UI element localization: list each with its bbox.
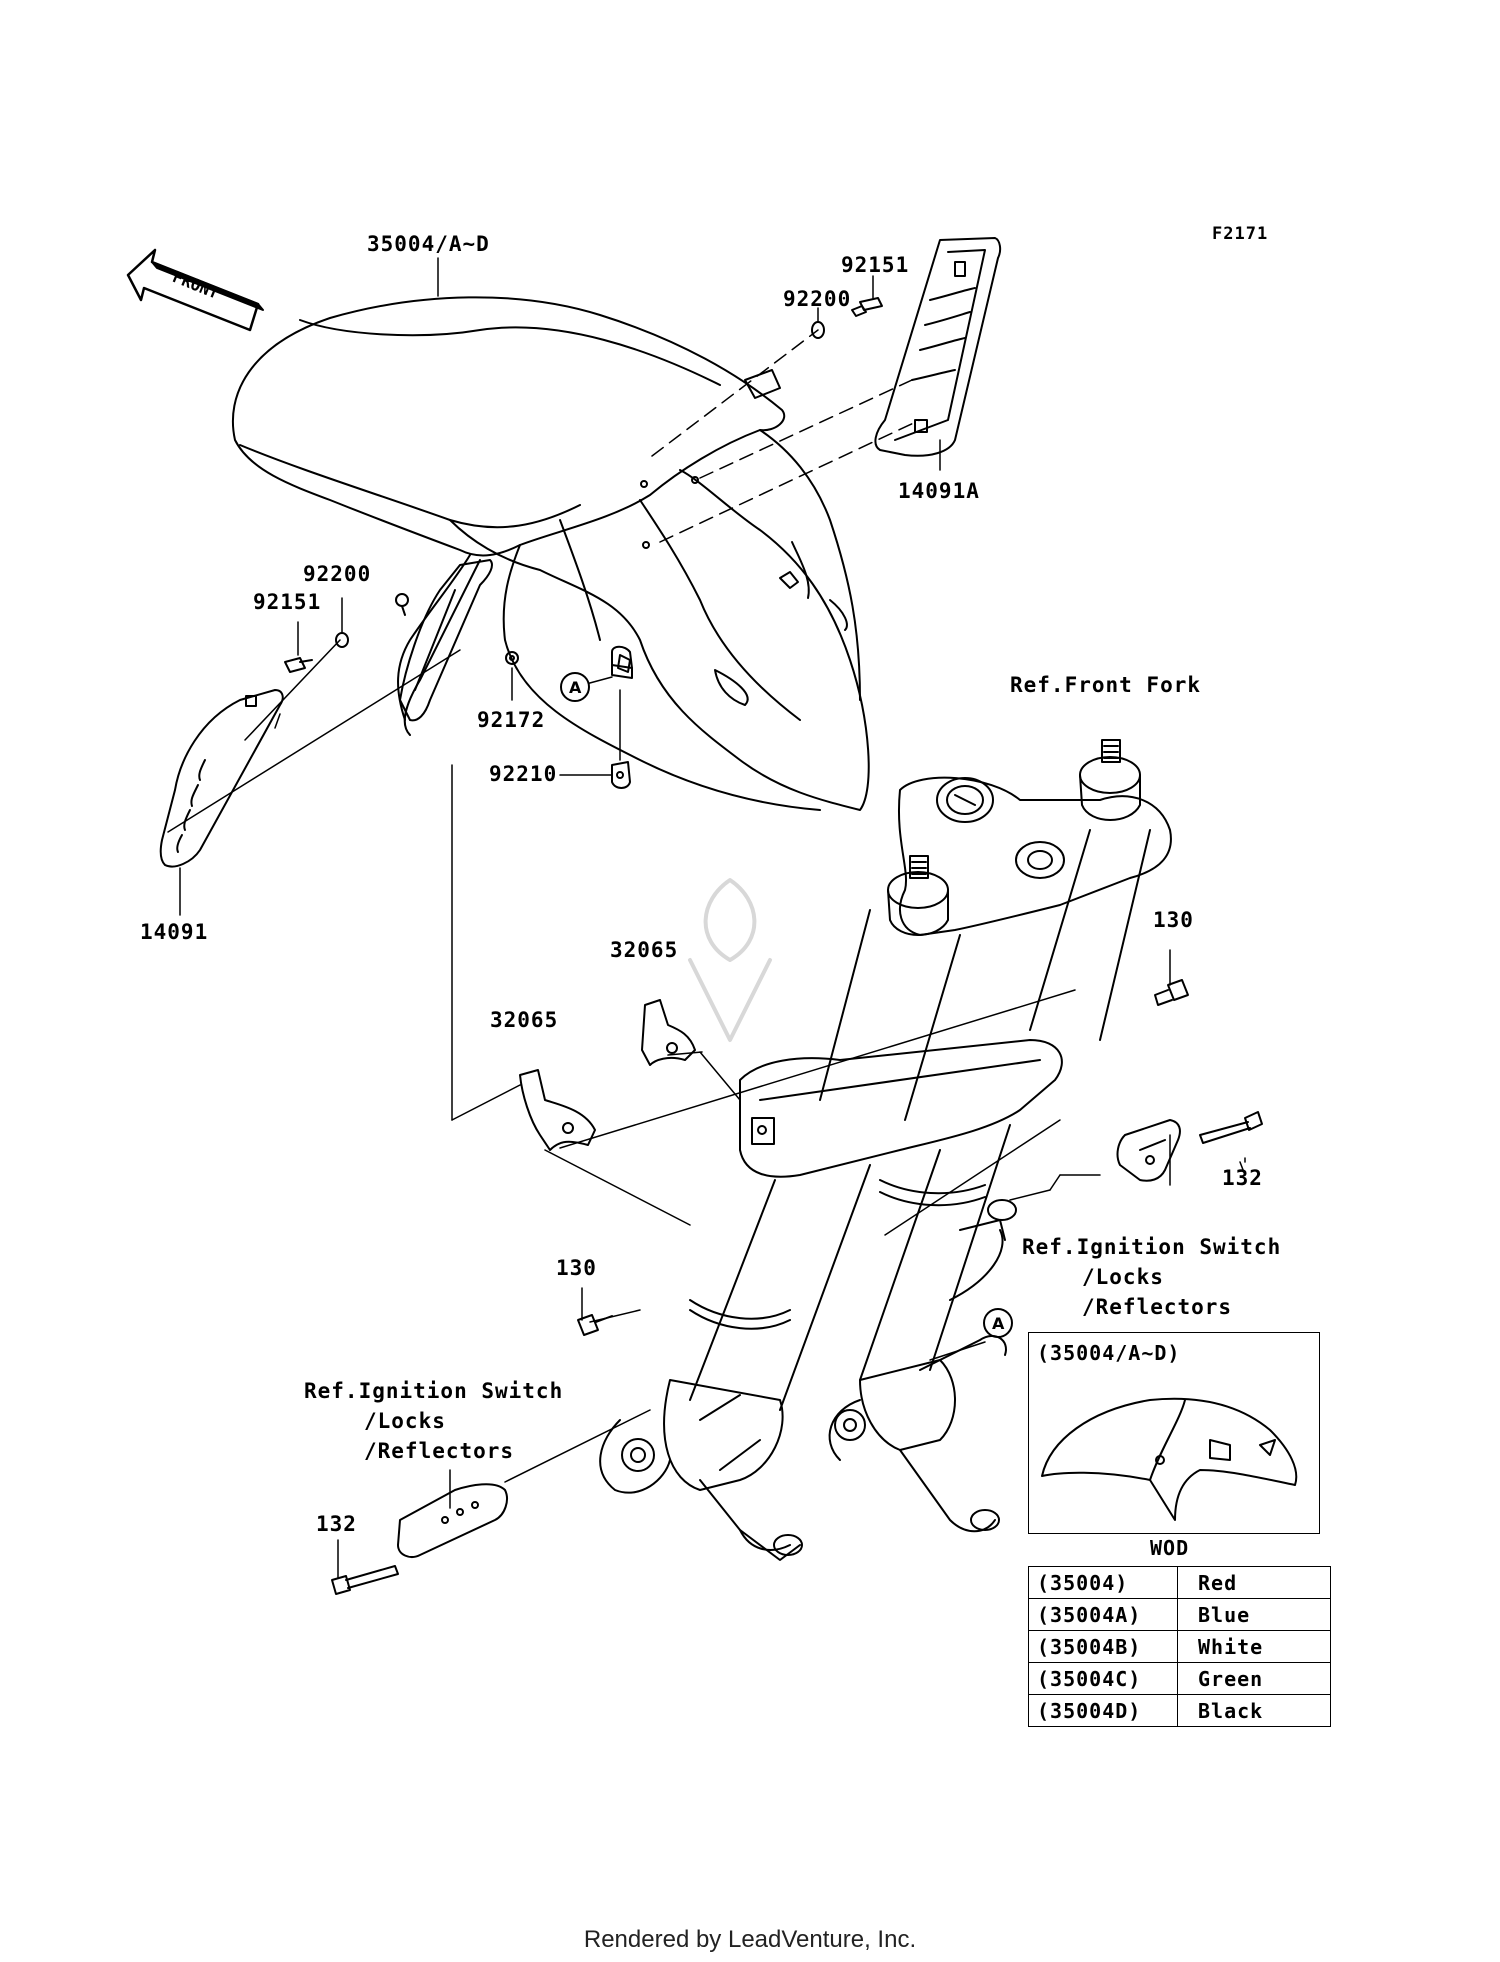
label-130-right[interactable]: 130 bbox=[1153, 908, 1194, 932]
leader-lines bbox=[167, 257, 1246, 1579]
ref-ignition-left-line2: /Locks bbox=[364, 1409, 446, 1433]
ref-ignition-right-line3: /Reflectors bbox=[1082, 1295, 1233, 1319]
label-92172[interactable]: 92172 bbox=[477, 708, 546, 732]
color-row: (35004D)Black bbox=[1028, 1694, 1331, 1727]
washer-92200-left bbox=[335, 632, 349, 648]
bolt-92151-left bbox=[284, 657, 313, 673]
figure-code: F2171 bbox=[1212, 224, 1269, 244]
ref-front-fork[interactable]: Ref.Front Fork bbox=[1010, 673, 1202, 697]
clip-92210 bbox=[611, 761, 631, 789]
nut-92172 bbox=[505, 651, 519, 665]
color-row: (35004)Red bbox=[1028, 1566, 1331, 1599]
color-name-cell: Black bbox=[1177, 1694, 1331, 1727]
side-cover-14091A bbox=[874, 237, 1002, 457]
label-92151-top[interactable]: 92151 bbox=[841, 253, 910, 277]
bracket-32065-lower bbox=[519, 1069, 596, 1151]
bolt-132-left bbox=[331, 1565, 399, 1595]
bracket-32065-upper bbox=[641, 999, 696, 1066]
label-14091A[interactable]: 14091A bbox=[898, 479, 980, 503]
footer-credit: Rendered by LeadVenture, Inc. bbox=[583, 1926, 917, 1953]
color-row: (35004B)White bbox=[1028, 1630, 1331, 1663]
color-name-cell: Green bbox=[1177, 1662, 1331, 1695]
front-fork-assembly bbox=[599, 739, 1172, 1561]
ref-ignition-left-line3: /Reflectors bbox=[364, 1439, 515, 1463]
ignition-bracket-left bbox=[397, 1483, 508, 1558]
color-variant-table: (35004)Red(35004A)Blue(35004B)White(3500… bbox=[1028, 1566, 1331, 1727]
inset-fender-drawing bbox=[1041, 1397, 1298, 1521]
side-cover-14091 bbox=[159, 689, 284, 868]
label-92200-top[interactable]: 92200 bbox=[783, 287, 852, 311]
label-92200-left[interactable]: 92200 bbox=[303, 562, 372, 586]
color-code-cell: (35004C) bbox=[1028, 1662, 1178, 1695]
color-row: (35004A)Blue bbox=[1028, 1598, 1331, 1631]
ref-ignition-right[interactable]: Ref.Ignition Switch /Locks /Reflectors bbox=[1022, 1232, 1281, 1322]
label-35004[interactable]: 35004/A~D bbox=[367, 232, 490, 256]
label-92210[interactable]: 92210 bbox=[489, 762, 558, 786]
inset-caption: WOD bbox=[1150, 1536, 1190, 1560]
front-direction-arrow: FRONT bbox=[126, 248, 264, 332]
label-130-left[interactable]: 130 bbox=[556, 1256, 597, 1280]
color-code-cell: (35004A) bbox=[1028, 1598, 1178, 1631]
label-132-right[interactable]: 132 bbox=[1222, 1166, 1263, 1190]
ref-ignition-right-line2: /Locks bbox=[1082, 1265, 1164, 1289]
color-code-cell: (35004D) bbox=[1028, 1694, 1178, 1727]
watermark-logo bbox=[688, 878, 772, 1042]
label-32065-lower[interactable]: 32065 bbox=[490, 1008, 559, 1032]
ref-ignition-right-line1: Ref.Ignition Switch bbox=[1022, 1235, 1282, 1259]
label-32065-upper[interactable]: 32065 bbox=[610, 938, 679, 962]
bolt-130-right bbox=[1154, 979, 1189, 1006]
label-92151-left[interactable]: 92151 bbox=[253, 590, 322, 614]
color-name-cell: Red bbox=[1177, 1566, 1331, 1599]
bolt-130-left bbox=[577, 1314, 613, 1336]
ignition-bracket-right bbox=[1116, 1119, 1181, 1182]
label-14091[interactable]: 14091 bbox=[140, 920, 209, 944]
bolt-92151-top bbox=[851, 297, 883, 317]
bolt-132-right bbox=[1199, 1111, 1263, 1144]
callout-a-lower-letter: A bbox=[992, 1314, 1005, 1333]
ref-ignition-left[interactable]: Ref.Ignition Switch /Locks /Reflectors bbox=[304, 1376, 563, 1466]
front-fender bbox=[231, 296, 870, 811]
inset-title: (35004/A~D) bbox=[1037, 1341, 1181, 1365]
callout-a-lower: A bbox=[983, 1308, 1013, 1338]
assembly-guide-lines bbox=[651, 329, 921, 543]
ref-ignition-left-line1: Ref.Ignition Switch bbox=[304, 1379, 564, 1403]
variant-inset-box: (35004/A~D) bbox=[1028, 1332, 1320, 1534]
color-row: (35004C)Green bbox=[1028, 1662, 1331, 1695]
fender-mount-bracket bbox=[611, 645, 633, 679]
color-name-cell: Blue bbox=[1177, 1598, 1331, 1631]
color-name-cell: White bbox=[1177, 1630, 1331, 1663]
label-132-left[interactable]: 132 bbox=[316, 1512, 357, 1536]
callout-a-upper: A bbox=[560, 672, 590, 702]
callout-a-upper-letter: A bbox=[569, 678, 582, 697]
color-code-cell: (35004B) bbox=[1028, 1630, 1178, 1663]
color-code-cell: (35004) bbox=[1028, 1566, 1178, 1599]
